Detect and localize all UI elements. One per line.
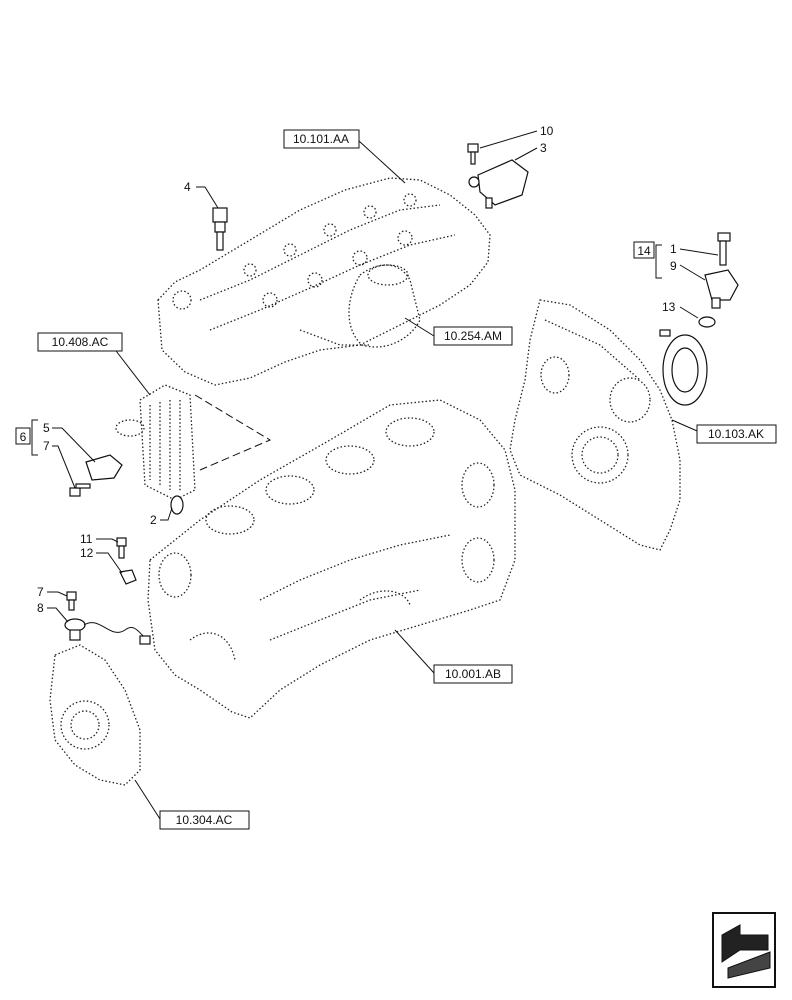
ref-label: 10.101.AA <box>293 132 349 146</box>
cylinder-head <box>157 177 491 386</box>
ref-engine-block: 10.001.AB <box>433 664 513 684</box>
ref-oil-cooler: 10.408.AC <box>37 332 123 352</box>
ref-rear-housing: 10.304.AC <box>159 810 250 830</box>
bolt-7-upper <box>69 483 91 497</box>
ref-timing-cover: 10.103.AK <box>696 424 777 444</box>
callout-4: 4 <box>184 180 191 194</box>
callout-8: 8 <box>37 601 44 615</box>
oil-cooler <box>115 384 272 515</box>
callout-1: 1 <box>670 242 677 256</box>
callout-box-6 <box>15 427 31 445</box>
ref-label: 10.001.AB <box>445 667 501 681</box>
bolt-10 <box>467 143 479 165</box>
clamp-12 <box>119 569 137 585</box>
crank-sensor-ring <box>659 329 708 406</box>
ref-exhaust-manifold: 10.254.AM <box>433 326 513 346</box>
position-sensor-8 <box>64 618 151 645</box>
bolt-7-lower <box>66 591 77 611</box>
ref-label: 10.103.AK <box>708 427 764 441</box>
rear-housing <box>49 644 141 786</box>
callout-7-upper: 7 <box>43 439 50 453</box>
timing-cover <box>509 299 681 551</box>
callout-3: 3 <box>540 141 547 155</box>
ref-label: 10.254.AM <box>444 329 502 343</box>
callout-13: 13 <box>662 300 676 314</box>
bolt-1 <box>717 232 731 266</box>
bolt-11 <box>116 537 127 559</box>
pressure-sensor-3 <box>468 159 529 209</box>
callout-5: 5 <box>43 421 50 435</box>
next-page-arrow-icon[interactable] <box>712 912 776 988</box>
sensor-5 <box>85 454 123 481</box>
callout-11: 11 <box>80 532 93 546</box>
ref-label: 10.408.AC <box>52 335 109 349</box>
callout-12: 12 <box>80 546 94 560</box>
callout-14: 14 <box>637 244 651 258</box>
callout-7-lower: 7 <box>37 585 44 599</box>
callout-box-14 <box>633 241 655 259</box>
callout-9: 9 <box>670 259 677 273</box>
callout-6: 6 <box>20 430 27 444</box>
temperature-sensor-4 <box>212 207 228 251</box>
callout-2: 2 <box>150 513 157 527</box>
speed-sensor-9 <box>704 269 739 309</box>
ref-label: 10.304.AC <box>176 813 233 827</box>
engine-block <box>147 399 516 719</box>
o-ring-13 <box>698 316 716 328</box>
callout-10: 10 <box>540 124 554 138</box>
ref-cylinder-head: 10.101.AA <box>283 129 360 149</box>
